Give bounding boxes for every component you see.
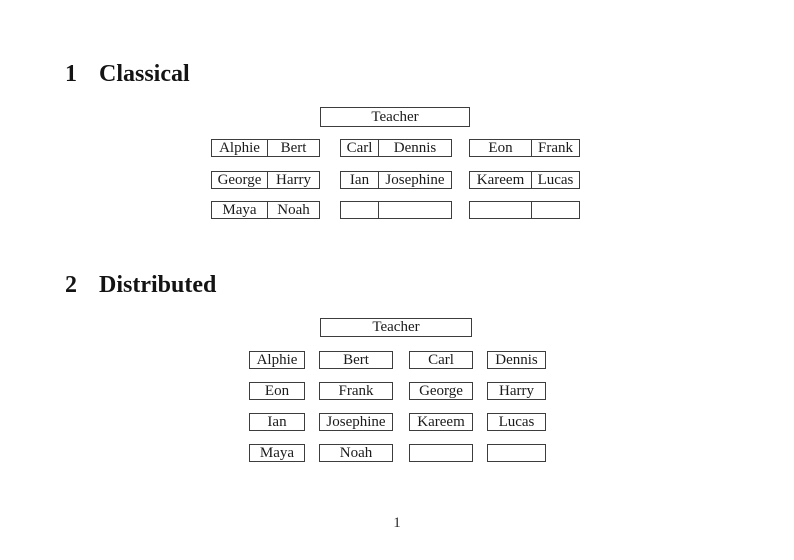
desk bbox=[340, 201, 452, 219]
seat-cell: Dennis bbox=[487, 351, 546, 369]
seat-cell-empty bbox=[470, 202, 532, 218]
teacher-box: Teacher bbox=[320, 318, 472, 337]
seat-cell: Dennis bbox=[393, 140, 437, 156]
seat-cell: Kareem bbox=[409, 413, 473, 431]
section-1-header: 1 Classical bbox=[65, 62, 190, 86]
seat-cell: Noah bbox=[319, 444, 393, 462]
desk: Kareem Lucas bbox=[469, 171, 580, 189]
desk: Eon Frank bbox=[469, 139, 580, 157]
desk: Maya Noah bbox=[211, 201, 320, 219]
seat-cell-empty bbox=[409, 444, 473, 462]
section-2-header: 2 Distributed bbox=[65, 273, 216, 297]
desk: George Harry bbox=[211, 171, 320, 189]
seat-cell: Eon bbox=[249, 382, 305, 400]
desk: Ian Josephine bbox=[340, 171, 452, 189]
seat-cell: George bbox=[212, 172, 268, 188]
section-2-title: Distributed bbox=[99, 272, 217, 298]
seat-cell: Maya bbox=[249, 444, 305, 462]
seat-cell: Eon bbox=[470, 140, 532, 156]
seat-cell: Noah bbox=[277, 202, 310, 218]
seat-cell: Maya bbox=[212, 202, 268, 218]
seat-cell: Ian bbox=[249, 413, 305, 431]
teacher-box: Teacher bbox=[320, 107, 470, 127]
teacher-label: Teacher bbox=[372, 319, 420, 335]
seat-cell: Alphie bbox=[249, 351, 305, 369]
seat-cell: Lucas bbox=[487, 413, 546, 431]
seat-cell: Lucas bbox=[537, 172, 574, 188]
section-2-number: 2 bbox=[65, 272, 77, 298]
seat-cell: Bert bbox=[319, 351, 393, 369]
seat-cell-empty bbox=[341, 202, 379, 218]
seat-cell: Kareem bbox=[470, 172, 532, 188]
teacher-label: Teacher bbox=[371, 108, 419, 125]
seat-cell: George bbox=[409, 382, 473, 400]
page-number: 1 bbox=[393, 515, 401, 531]
seat-cell: Ian bbox=[341, 172, 379, 188]
seat-cell: Carl bbox=[341, 140, 379, 156]
desk: Carl Dennis bbox=[340, 139, 452, 157]
desk bbox=[469, 201, 580, 219]
seat-cell: Josephine bbox=[319, 413, 393, 431]
seat-cell: Frank bbox=[319, 382, 393, 400]
seat-cell: Bert bbox=[280, 140, 307, 156]
seat-cell: Alphie bbox=[212, 140, 268, 156]
seat-cell: Harry bbox=[487, 382, 546, 400]
seat-cell: Carl bbox=[409, 351, 473, 369]
seat-cell: Harry bbox=[276, 172, 311, 188]
seat-cell-empty bbox=[487, 444, 546, 462]
seat-cell: Frank bbox=[538, 140, 573, 156]
seat-cell: Josephine bbox=[385, 172, 445, 188]
section-1-number: 1 bbox=[65, 61, 77, 87]
section-1-title: Classical bbox=[99, 61, 190, 87]
desk: Alphie Bert bbox=[211, 139, 320, 157]
